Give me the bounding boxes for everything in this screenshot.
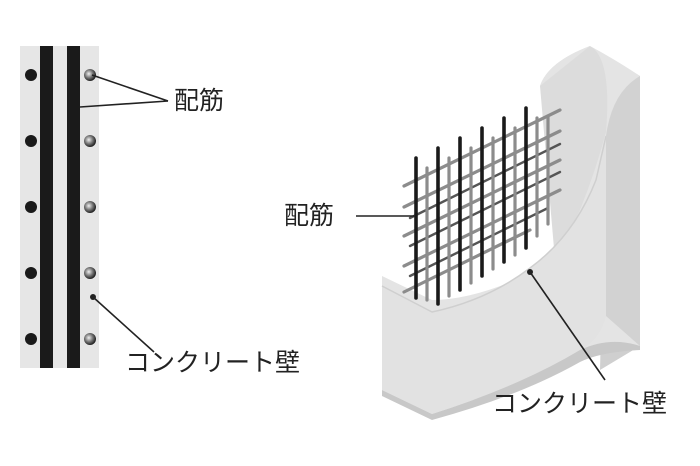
wall-3d-top-edge (381, 135, 607, 313)
rebar-mesh-vertical (414, 106, 528, 306)
wall-section-left-bars (25, 69, 37, 345)
leader-line (91, 74, 169, 102)
rebar-dot (25, 69, 37, 81)
rebar-dot (84, 267, 96, 279)
rebar-dot (25, 333, 37, 345)
rebar-h (402, 228, 532, 294)
leader-line (529, 271, 606, 381)
wall-3d-bottom (382, 341, 640, 420)
iso-wall-label: コンクリート壁 (492, 389, 668, 418)
rebar-dot (25, 267, 37, 279)
rebar-dot (25, 201, 37, 213)
leader-dot (90, 294, 96, 300)
wall-section-leaders (79, 74, 169, 353)
rebar-dot (84, 333, 96, 345)
wall-section-rebar-bar-1 (40, 46, 53, 368)
rebar-dot (84, 135, 96, 147)
rebar-h (408, 142, 562, 220)
section-wall-label: コンクリート壁 (125, 348, 301, 377)
rebar-dot (84, 201, 96, 213)
leader-line (92, 296, 155, 353)
iso-rebar-label: 配筋 (284, 201, 335, 230)
wall-section-rebar-bar-2 (67, 46, 80, 368)
wall-3d-front-face (382, 136, 606, 414)
leader-line (79, 100, 169, 108)
rebar-h (408, 170, 562, 248)
wall-3d-end-face (606, 76, 640, 346)
wall-3d (356, 46, 640, 420)
wall-section (20, 46, 169, 368)
rebar-mesh-vertical-grey (425, 114, 550, 302)
rebar-dot (84, 69, 96, 81)
leader-dot (527, 269, 533, 275)
section-rebar-label: 配筋 (174, 86, 225, 115)
rebar-dot (25, 135, 37, 147)
wall-3d-leaders (356, 215, 606, 381)
wall-section-right-bars (84, 69, 96, 345)
